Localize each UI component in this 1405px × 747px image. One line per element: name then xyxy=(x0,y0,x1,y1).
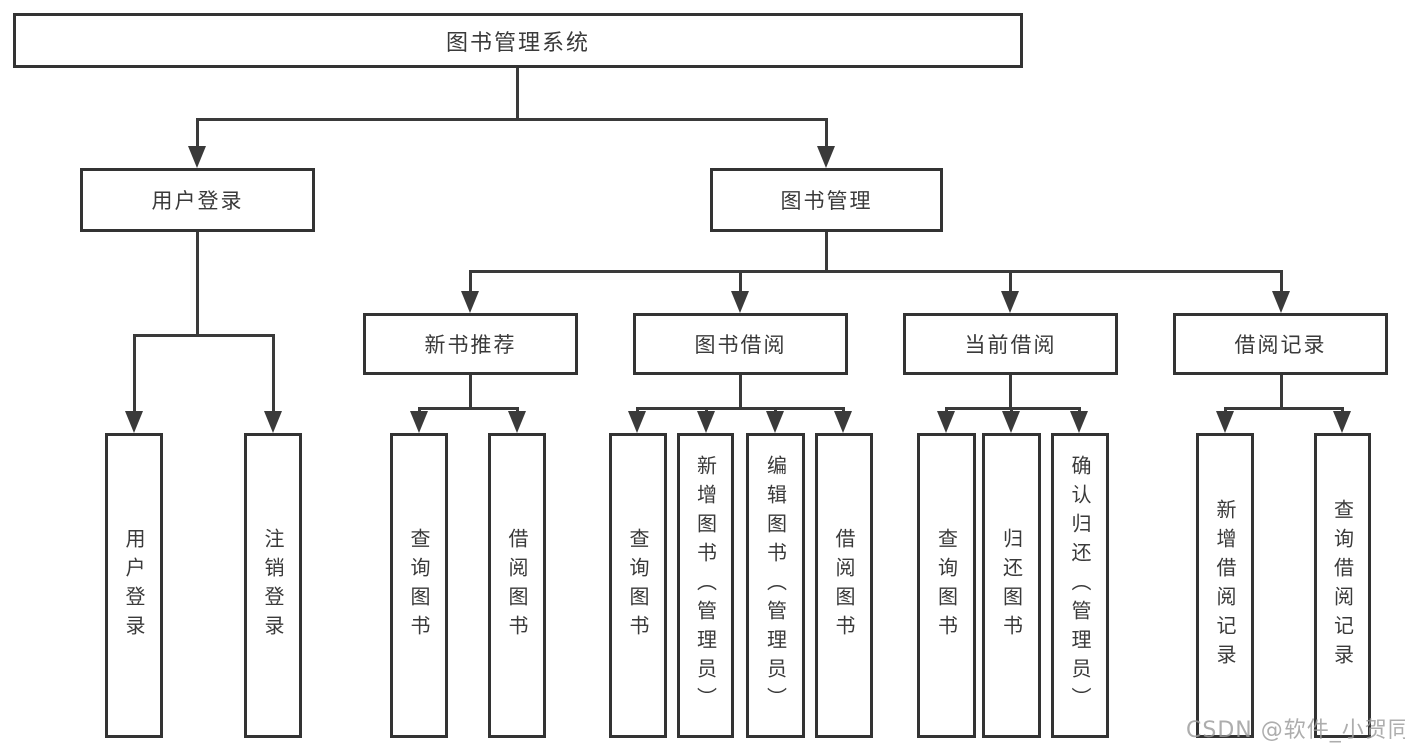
leaf-currentborrow-return: 归还图书 xyxy=(982,433,1041,738)
leaf-currentborrow-return-label: 归还图书 xyxy=(999,527,1024,644)
arrowhead-icon xyxy=(1272,291,1290,313)
edge-root-stem xyxy=(516,68,519,120)
csdn-watermark: CSDN @软件_小贺同学 xyxy=(1186,718,1405,743)
leaf-bookborrow-borrow: 借阅图书 xyxy=(815,433,873,738)
arrowhead-icon xyxy=(1070,411,1088,433)
leaf-user-login: 用户登录 xyxy=(105,433,163,738)
arrowhead-icon xyxy=(125,411,143,433)
arrowhead-icon xyxy=(834,411,852,433)
arrowhead-icon xyxy=(766,411,784,433)
leaf-currentborrow-confirm-label: 确认归还（管理员） xyxy=(1068,455,1092,716)
leaf-newbooks-borrow-label: 借阅图书 xyxy=(505,527,529,644)
arrowhead-icon xyxy=(817,146,835,168)
arrowhead-icon xyxy=(1002,411,1020,433)
edge-currentborrow-bar xyxy=(945,407,1081,410)
leaf-bookborrow-add: 新增图书（管理员） xyxy=(677,433,734,738)
arrowhead-icon xyxy=(410,411,428,433)
leaf-bookborrow-add-label: 新增图书（管理员） xyxy=(693,455,718,716)
leaf-bookborrow-query-label: 查询图书 xyxy=(626,527,650,644)
edge-bookmgmt-stem xyxy=(825,232,828,272)
edge-newbooks-bar xyxy=(418,407,519,410)
arrowhead-icon xyxy=(731,291,749,313)
arrowhead-icon xyxy=(1001,291,1019,313)
edge-borrowrecords-stem xyxy=(1280,375,1283,409)
edge-userlogin-stem xyxy=(196,232,199,336)
leaf-newbooks-query: 查询图书 xyxy=(390,433,448,738)
leaf-logout-label: 注销登录 xyxy=(261,527,285,644)
node-borrow-records-label: 借阅记录 xyxy=(1234,333,1327,357)
leaf-bookborrow-borrow-label: 借阅图书 xyxy=(832,527,856,644)
node-root: 图书管理系统 xyxy=(13,13,1023,68)
node-user-login: 用户登录 xyxy=(80,168,315,232)
edge-bookmgmt-drop-3 xyxy=(1009,270,1012,292)
edge-userlogin-drop-1 xyxy=(133,334,136,412)
leaf-records-add: 新增借阅记录 xyxy=(1196,433,1254,738)
edge-userlogin-drop-2 xyxy=(272,334,275,412)
leaf-records-add-label: 新增借阅记录 xyxy=(1213,498,1237,673)
leaf-currentborrow-query-label: 查询图书 xyxy=(934,527,959,644)
node-book-borrow: 图书借阅 xyxy=(633,313,848,375)
leaf-user-login-label: 用户登录 xyxy=(122,527,146,644)
arrowhead-icon xyxy=(1216,411,1234,433)
arrowhead-icon xyxy=(461,291,479,313)
edge-root-bar xyxy=(196,118,828,121)
arrowhead-icon xyxy=(264,411,282,433)
node-new-books-label: 新书推荐 xyxy=(424,333,517,357)
edge-borrowrecords-bar xyxy=(1224,407,1343,410)
leaf-bookborrow-query: 查询图书 xyxy=(609,433,667,738)
edge-bookmgmt-drop-2 xyxy=(739,270,742,292)
arrowhead-icon xyxy=(188,146,206,168)
leaf-bookborrow-edit-label: 编辑图书（管理员） xyxy=(763,455,788,716)
edge-bookmgmt-drop-4 xyxy=(1280,270,1283,292)
edge-currentborrow-stem xyxy=(1009,375,1012,409)
leaf-newbooks-borrow: 借阅图书 xyxy=(488,433,546,738)
edge-userlogin-bar xyxy=(133,334,275,337)
node-new-books: 新书推荐 xyxy=(363,313,578,375)
leaf-currentborrow-query: 查询图书 xyxy=(917,433,976,738)
edge-bookmgmt-drop-1 xyxy=(469,270,472,292)
leaf-currentborrow-confirm: 确认归还（管理员） xyxy=(1051,433,1109,738)
leaf-newbooks-query-label: 查询图书 xyxy=(407,527,431,644)
edge-root-drop-right xyxy=(825,118,828,148)
edge-newbooks-stem xyxy=(469,375,472,409)
node-book-borrow-label: 图书借阅 xyxy=(694,333,787,357)
edge-bookborrow-bar xyxy=(636,407,845,410)
arrowhead-icon xyxy=(1333,411,1351,433)
node-current-borrow: 当前借阅 xyxy=(903,313,1118,375)
edge-bookborrow-stem xyxy=(739,375,742,409)
leaf-logout: 注销登录 xyxy=(244,433,302,738)
node-current-borrow-label: 当前借阅 xyxy=(964,333,1057,357)
node-borrow-records: 借阅记录 xyxy=(1173,313,1388,375)
leaf-bookborrow-edit: 编辑图书（管理员） xyxy=(746,433,805,738)
arrowhead-icon xyxy=(697,411,715,433)
arrowhead-icon xyxy=(937,411,955,433)
node-user-login-label: 用户登录 xyxy=(151,189,244,213)
edge-root-drop-left xyxy=(196,118,199,148)
node-book-mgmt: 图书管理 xyxy=(710,168,943,232)
leaf-records-query-label: 查询借阅记录 xyxy=(1330,498,1355,673)
arrowhead-icon xyxy=(508,411,526,433)
leaf-records-query: 查询借阅记录 xyxy=(1314,433,1371,738)
edge-bookmgmt-bar xyxy=(469,270,1283,273)
node-book-mgmt-label: 图书管理 xyxy=(780,189,873,213)
arrowhead-icon xyxy=(628,411,646,433)
node-root-label: 图书管理系统 xyxy=(445,30,590,56)
